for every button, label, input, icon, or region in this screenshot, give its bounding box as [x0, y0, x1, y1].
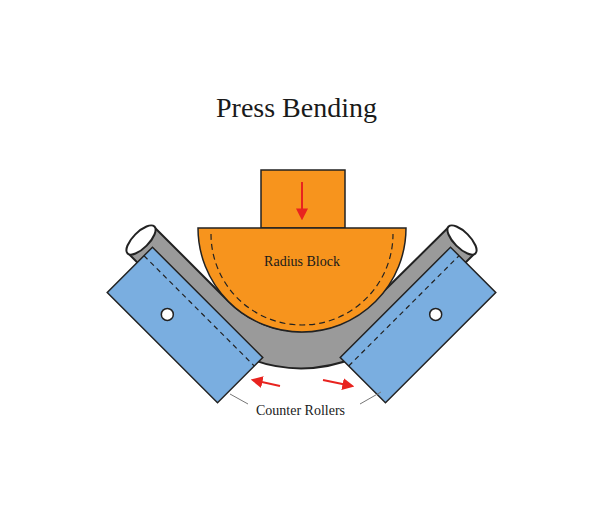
part-label: Counter Rollers	[254, 403, 347, 419]
part-name: Radius Block	[196, 254, 408, 270]
leader-line	[360, 392, 381, 404]
diagram-title: Press Bending	[214, 92, 379, 124]
force-arrow	[301, 182, 303, 218]
radius-block: Radius Block	[196, 168, 408, 336]
force-arrow	[253, 380, 280, 386]
radius-block-shape	[196, 168, 408, 336]
leader-line	[230, 394, 248, 404]
force-arrow	[323, 380, 352, 386]
